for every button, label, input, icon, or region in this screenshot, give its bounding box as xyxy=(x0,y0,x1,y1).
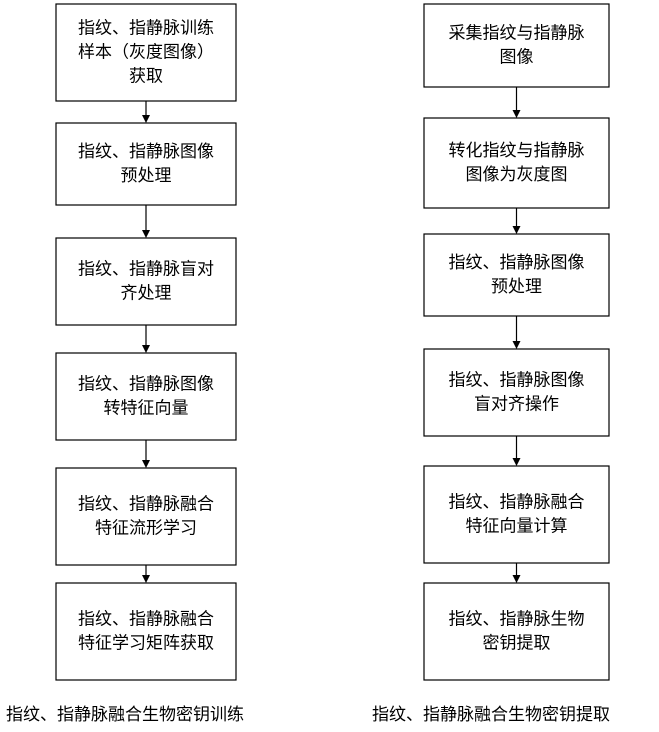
step-label: 指纹、指静脉盲对 xyxy=(78,260,214,280)
flow-arrow-head xyxy=(513,110,521,118)
step-box xyxy=(56,123,236,205)
flow-step: 采集指纹与指静脉图像 xyxy=(424,4,609,87)
flow-step: 指纹、指静脉融合特征流形学习 xyxy=(56,468,236,565)
left-flow: 指纹、指静脉训练样本（灰度图像） 获取指纹、指静脉图像预处理指纹、指静脉盲对齐处理… xyxy=(56,4,236,680)
step-label: 图像 xyxy=(500,48,534,68)
right-flow-caption: 指纹、指静脉融合生物密钥提取 xyxy=(372,700,610,725)
step-label: 获取 xyxy=(129,67,163,87)
flow-step: 指纹、指静脉图像盲对齐操作 xyxy=(424,349,609,436)
step-box xyxy=(424,118,609,208)
flow-arrow-head xyxy=(142,460,150,468)
step-box xyxy=(56,583,236,680)
flow-step: 指纹、指静脉融合特征向量计算 xyxy=(424,466,609,563)
step-label: 样本（灰度图像） xyxy=(78,43,214,63)
step-label: 转特征向量 xyxy=(104,399,189,419)
step-label: 盲对齐操作 xyxy=(474,395,559,415)
step-label: 指纹、指静脉图像 xyxy=(449,371,585,391)
step-box xyxy=(56,238,236,325)
step-box xyxy=(56,468,236,565)
step-box xyxy=(424,234,609,316)
step-label: 指纹、指静脉图像 xyxy=(78,142,214,162)
step-label: 预处理 xyxy=(121,166,172,186)
step-label: 预处理 xyxy=(491,277,542,297)
flow-step: 指纹、指静脉图像转特征向量 xyxy=(56,353,236,440)
flow-step: 指纹、指静脉融合特征学习矩阵获取 xyxy=(56,583,236,680)
flow-step: 指纹、指静脉图像预处理 xyxy=(424,234,609,316)
step-label: 指纹、指静脉融合 xyxy=(78,610,214,630)
step-box xyxy=(424,466,609,563)
step-label: 指纹、指静脉图像 xyxy=(78,375,214,395)
step-box xyxy=(424,349,609,436)
flow-arrow-head xyxy=(513,341,521,349)
step-label: 指纹、指静脉融合 xyxy=(449,493,585,513)
flow-arrow-head xyxy=(513,575,521,583)
flow-arrow-head xyxy=(142,230,150,238)
step-label: 特征流形学习 xyxy=(95,519,197,539)
step-label: 采集指纹与指静脉 xyxy=(449,24,585,44)
right-flow: 采集指纹与指静脉图像转化指纹与指静脉图像为灰度图指纹、指静脉图像预处理指纹、指静… xyxy=(424,4,609,680)
step-label: 图像为灰度图 xyxy=(466,165,568,185)
step-box xyxy=(424,583,609,680)
step-label: 指纹、指静脉生物 xyxy=(449,610,585,630)
step-label: 密钥提取 xyxy=(483,634,551,654)
left-flow-caption: 指纹、指静脉融合生物密钥训练 xyxy=(6,700,244,725)
flow-step: 指纹、指静脉生物密钥提取 xyxy=(424,583,609,680)
step-box xyxy=(424,4,609,87)
step-label: 齐处理 xyxy=(121,284,172,304)
flow-step: 指纹、指静脉盲对齐处理 xyxy=(56,238,236,325)
flow-arrow-head xyxy=(513,458,521,466)
flow-step: 指纹、指静脉训练样本（灰度图像） 获取 xyxy=(56,4,236,101)
flow-arrow-head xyxy=(142,575,150,583)
step-label: 特征学习矩阵获取 xyxy=(78,634,214,654)
flow-step: 转化指纹与指静脉图像为灰度图 xyxy=(424,118,609,208)
flow-arrow-head xyxy=(142,345,150,353)
step-label: 指纹、指静脉图像 xyxy=(449,253,585,273)
flow-arrow-head xyxy=(513,226,521,234)
step-box xyxy=(56,353,236,440)
flow-arrow-head xyxy=(142,115,150,123)
step-label: 指纹、指静脉融合 xyxy=(78,495,214,515)
flow-step: 指纹、指静脉图像预处理 xyxy=(56,123,236,205)
step-label: 指纹、指静脉训练 xyxy=(78,19,214,39)
step-label: 转化指纹与指静脉 xyxy=(449,141,585,161)
step-label: 特征向量计算 xyxy=(466,517,568,537)
